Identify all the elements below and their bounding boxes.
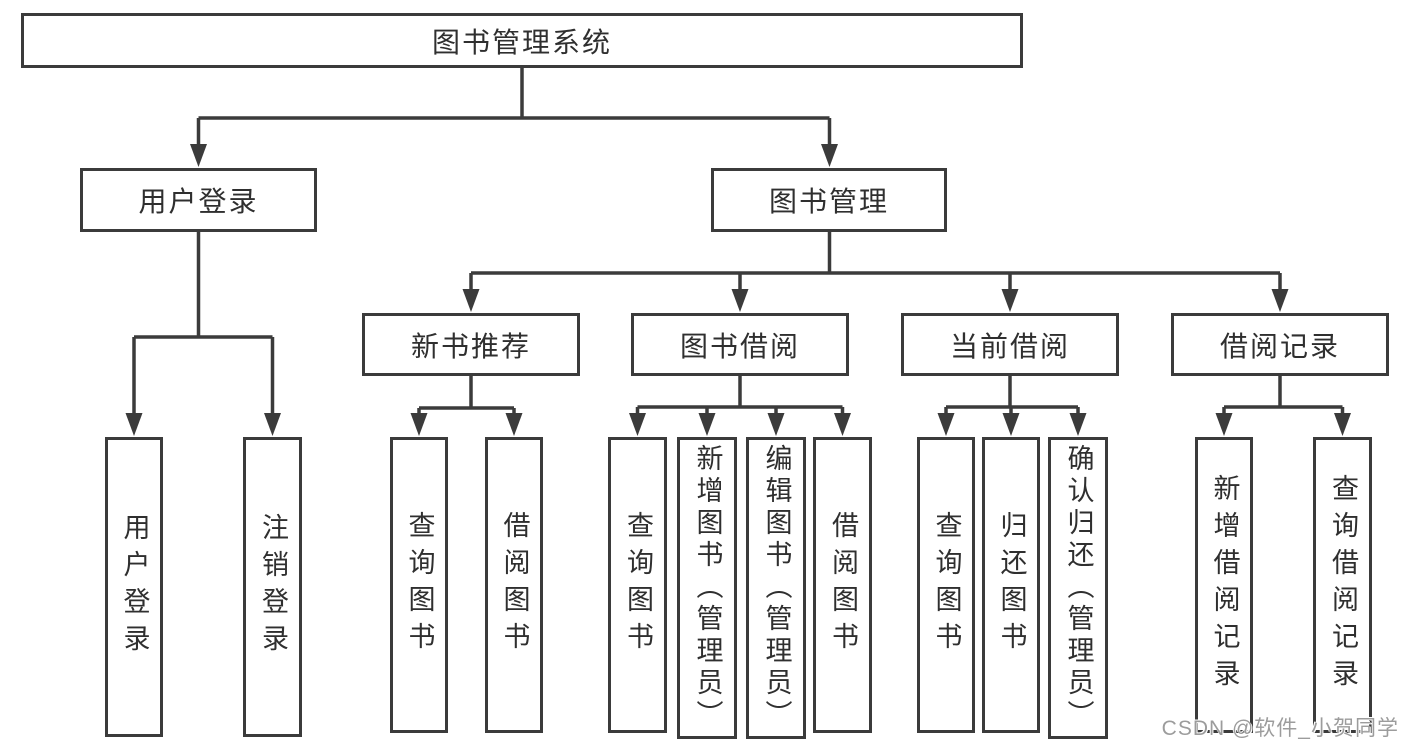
arrowhead-icon <box>1002 413 1020 436</box>
leaf-confirm-return-admin: 确认归还（管理员） <box>1048 437 1108 739</box>
leaf-query-books-borrow: 查询图书 <box>608 437 667 733</box>
connector-line <box>132 66 1345 416</box>
arrowhead-icon <box>834 413 851 436</box>
leaf-query-borrow-record: 查询借阅记录 <box>1313 437 1372 733</box>
watermark: CSDN @软件_小贺同学 <box>1161 717 1399 740</box>
arrowhead-icon <box>125 413 143 436</box>
arrowhead-icon <box>505 413 523 436</box>
arrowhead-icon <box>410 413 428 436</box>
node-current-borrow: 当前借阅 <box>901 313 1119 376</box>
arrowhead-icon <box>821 144 838 167</box>
leaf-return-book: 归还图书 <box>982 437 1040 733</box>
arrowhead-icon <box>1334 413 1351 436</box>
leaf-logout-login: 注销登录 <box>243 437 302 737</box>
arrowhead-icon <box>264 413 281 436</box>
arrowhead-icon <box>1001 289 1019 312</box>
arrowhead-icon <box>767 413 785 436</box>
leaf-add-borrow-record: 新增借阅记录 <box>1195 437 1253 733</box>
leaf-query-books-current: 查询图书 <box>917 437 975 733</box>
leaf-add-book-admin: 新增图书（管理员） <box>677 437 737 739</box>
arrowhead-icon <box>937 413 955 436</box>
leaf-borrow-books-recommend: 借阅图书 <box>485 437 543 733</box>
node-user-login: 用户登录 <box>80 168 317 232</box>
node-new-book-recommend: 新书推荐 <box>362 313 580 376</box>
arrowhead-icon <box>190 144 207 167</box>
leaf-user-login: 用户登录 <box>105 437 163 737</box>
arrowhead-icon <box>462 289 480 312</box>
arrowhead-icon <box>698 413 716 436</box>
arrowhead-icon <box>629 413 646 436</box>
node-book-borrow: 图书借阅 <box>631 313 849 376</box>
arrowhead-icon <box>1069 413 1087 436</box>
arrowhead-icon <box>731 289 749 312</box>
arrowhead-icon <box>1271 289 1289 312</box>
node-borrow-records: 借阅记录 <box>1171 313 1389 376</box>
leaf-edit-book-admin: 编辑图书（管理员） <box>746 437 806 739</box>
node-root: 图书管理系统 <box>21 13 1023 68</box>
leaf-query-books-recommend: 查询图书 <box>390 437 448 733</box>
connector-arrowheads <box>125 144 1351 436</box>
leaf-borrow-books-borrow: 借阅图书 <box>813 437 872 733</box>
node-book-management: 图书管理 <box>711 168 947 232</box>
arrowhead-icon <box>1215 413 1233 436</box>
